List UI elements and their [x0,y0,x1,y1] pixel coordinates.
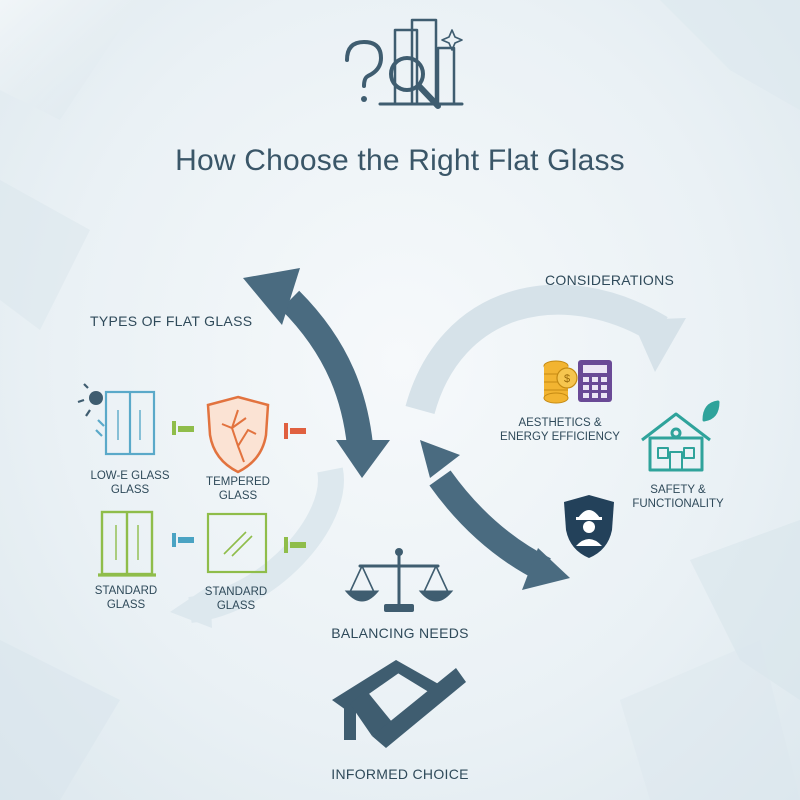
consideration-aesthetics-line2: ENERGY EFFICIENCY [500,430,620,443]
shattered-shield-icon [206,395,270,474]
dark-arrow-considerations [420,440,570,590]
worker-shield-icon [564,495,614,558]
eco-house-icon [641,400,720,472]
question-magnifier-icon [345,18,464,109]
page-title: How Choose the Right Flat Glass [175,144,625,177]
light-arrow-types [170,467,344,628]
dark-arrow-types [243,268,390,478]
glass-type-tempered-line2: GLASS [218,489,258,502]
glass-type-standard-2-line1: STANDARD [204,586,268,598]
section-types-of-flat-glass: TYPES OF FLAT GLASS [90,313,253,329]
glass-type-standard-2-line2: GLASS [216,599,256,612]
consideration-safety-line2: FUNCTIONALITY [632,497,724,510]
connector-blue [172,533,194,547]
glass-type-low-e-line2: GLASS [110,483,150,496]
light-arrow-considerations [405,284,686,415]
house-check-icon [332,660,466,748]
consideration-safety-label: SAFETY & FUNCTIONALITY [618,484,738,512]
glass-type-tempered-line1: TEMPERED [206,476,270,488]
glass-type-tempered-label: TEMPERED GLASS [188,476,288,504]
glass-type-standard-label-1: STANDARD GLASS [76,585,176,613]
section-informed-choice: INFORMED CHOICE [331,766,469,782]
section-balancing-needs: BALANCING NEEDS [331,625,469,641]
connector-green-1 [172,421,194,435]
glass-type-standard-1-line2: GLASS [106,598,146,611]
window-frame-icon [98,510,156,577]
consideration-aesthetics-label: AESTHETICS & ENERGY EFFICIENCY [490,417,630,445]
svg-text:$: $ [564,373,570,385]
glass-pane-icon [206,512,268,574]
glass-type-standard-1-line1: STANDARD [94,585,158,597]
low-e-window-icon [77,383,156,456]
balance-scale-icon [344,548,454,612]
consideration-aesthetics-line1: AESTHETICS & [518,417,602,429]
section-considerations: CONSIDERATIONS [545,272,675,288]
coins-calculator-icon: $ [543,360,612,404]
glass-type-low-e-label: LOW-E GLASS GLASS [80,470,180,498]
connector-green-2 [284,537,306,553]
consideration-safety-line1: SAFETY & [650,484,706,496]
glass-type-standard-label-2: STANDARD GLASS [186,586,286,614]
glass-type-low-e-line1: LOW-E GLASS [90,470,170,482]
connector-red [284,423,306,439]
